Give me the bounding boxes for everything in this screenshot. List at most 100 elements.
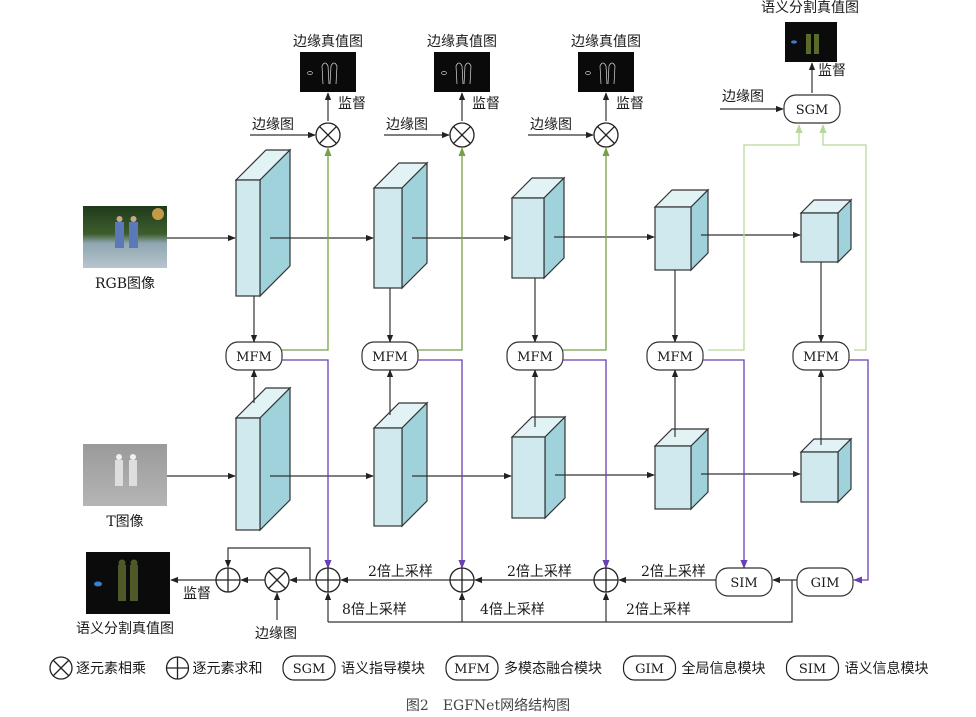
semantic-gt-label-top: 语义分割真值图 [761,0,859,16]
legend-box [785,655,840,681]
up4-label: 4倍上采样 [480,602,545,618]
edge-gt-image [434,52,490,92]
edge-supervise-label: 监督 [338,96,366,112]
mfm-to-edge-line [563,147,610,351]
caption-text: EGFNet网络结构图 [443,698,570,714]
legend-text: 语义指导模块 [341,661,425,677]
multiply-icon [315,122,341,148]
t-encoder-block-3-front-face [511,436,546,519]
sim-module-label: SIM [730,576,757,591]
t-encoder-block-4-front-face [654,445,692,510]
legend-text: 逐元素相乘 [76,661,146,677]
legend-text: 多模态融合模块 [504,660,602,677]
mfm-label: MFM [803,350,839,365]
bypass-loop-arrow [224,547,311,580]
edge-map-label: 边缘图 [252,117,294,133]
mfm-label: MFM [657,350,693,365]
legend-box-label: MFM [454,662,490,677]
mfm-module-1: MFM [225,296,283,403]
t-encoder-block-3 [510,415,567,520]
add-icon-2 [449,567,475,593]
rgb-encoder-block-5-front-face [800,212,839,263]
up2-label-1: 2倍上采样 [368,564,433,580]
sgm-module [783,94,841,124]
add-icon-3 [593,567,619,593]
mfm-label: MFM [236,350,272,365]
sgm-edge-map-label: 边缘图 [722,89,764,105]
rgb-image-label: RGB图像 [95,276,155,292]
up2-label-3: 2倍上采样 [641,564,706,580]
edge-supervise-label: 监督 [472,96,500,112]
mfm-module-2: MFM [361,288,419,415]
sgm-supervise-label: 监督 [818,63,846,79]
mfm-label: MFM [372,350,408,365]
mfm-to-edge-line [282,147,332,351]
up2-label-4: 2倍上采样 [626,602,691,618]
semantic-gt-label-bottom: 语义分割真值图 [76,620,174,637]
rgb-encoder-block-3-front-face [511,197,545,279]
legend-box [622,655,677,681]
t-encoder-block-4 [653,427,710,511]
legend-box-label: SGM [293,662,326,677]
figure-caption: 图2 EGFNet网络结构图 [406,698,570,714]
thermal-image-label: T图像 [106,514,143,530]
edge-supervise-label: 监督 [616,96,644,112]
gim-module-label: GIM [811,576,840,591]
rgb-image [83,206,167,268]
mfm-to-gim-line [849,359,869,584]
mfm-module-3: MFM [506,278,564,427]
mfm-to-edge-line [418,147,466,351]
caption-prefix: 图2 [406,698,429,714]
semantic-gt-image-top [785,22,837,62]
add-icon-1 [315,567,341,593]
mfm-to-decoder-line-4 [703,359,748,569]
rgb-encoder-block-1-front-face [235,179,261,297]
edge-gt-label: 边缘真值图 [571,34,641,50]
mfm4-to-sgm-line [708,124,803,351]
legend-text: 逐元素求和 [193,661,263,677]
edge-map-label: 边缘图 [386,117,428,133]
mfm-module-4: MFM [646,270,704,437]
mfm-to-decoder-line-1 [282,359,332,569]
t-encoder-block-2 [372,401,429,528]
rgb-encoder-block-2-front-face [373,187,403,289]
rgb-encoder-block-4 [653,188,710,272]
legend-box-label: GIM [635,662,664,677]
legend-item-6: SIM 语义信息模块 [785,655,929,681]
up2-label-2: 2倍上采样 [507,564,572,580]
legend-item-4: MFM 多模态融合模块 [445,655,602,681]
t-encoder-block-1-front-face [235,417,261,531]
legend-item-1: 逐元素相乘 [49,656,146,680]
rgb-encoder-block-5 [799,198,853,264]
gim-module [796,567,854,597]
sgm-module-label: SGM [796,103,829,118]
mfm-label: MFM [517,350,553,365]
legend-text: 语义信息模块 [845,660,929,677]
legend-item-3: SGM 语义指导模块 [282,655,425,681]
t-encoder-block-5 [799,437,853,504]
decoder-multiply-icon [264,567,290,593]
rgb-encoder-block-1 [234,148,292,298]
mfm-to-decoder-line-2 [418,359,466,569]
legend-box-label: SIM [799,662,826,677]
thermal-image [83,444,167,506]
legend-item-2: 逐元素求和 [165,656,263,680]
mfm-module-5: MFM [792,262,850,445]
final-add-icon [215,567,241,593]
multiply-icon [593,122,619,148]
mfm-to-decoder-line-3 [563,359,610,569]
edge-gt-label: 边缘真值图 [293,34,363,50]
legend-item-5: GIM 全局信息模块 [622,655,766,681]
t-encoder-block-2-front-face [373,427,403,527]
t-encoder-block-1 [234,386,292,532]
legend-box [445,655,499,681]
legend-text: 全局信息模块 [682,660,766,677]
multiply-icon [449,122,475,148]
edge-map-label: 边缘图 [530,117,572,133]
semantic-gt-image-bottom [86,552,170,614]
edge-gt-label: 边缘真值图 [427,34,497,50]
